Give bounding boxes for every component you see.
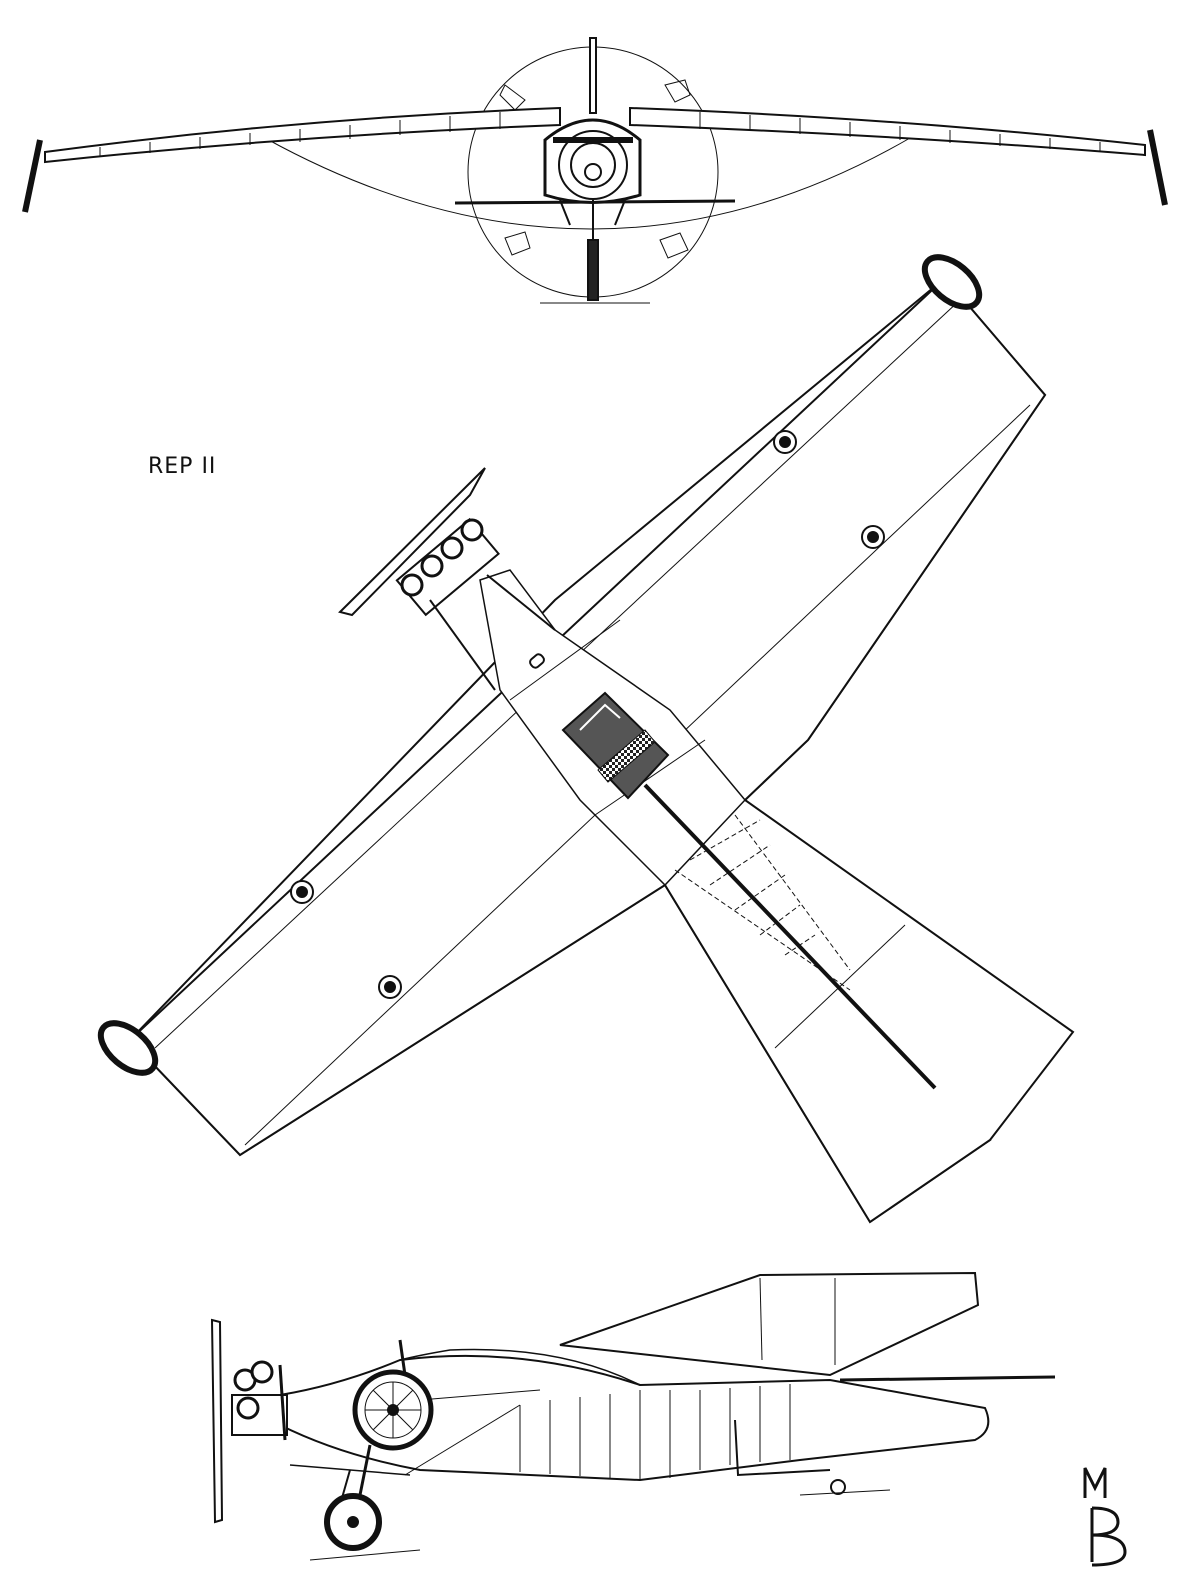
top-tip-wheel-left xyxy=(97,1020,159,1076)
front-landing-gear xyxy=(540,199,650,304)
aircraft-title: REP II xyxy=(148,454,217,479)
tail-wheel xyxy=(830,1479,846,1495)
side-landing-gear xyxy=(289,1404,521,1561)
right-wing xyxy=(629,106,1146,157)
side-engine xyxy=(231,1360,288,1441)
fin xyxy=(589,37,597,114)
cockpit-band xyxy=(597,729,656,783)
side-fuselage-ribs xyxy=(519,1384,791,1480)
monogram-mark xyxy=(1083,1467,1127,1567)
top-tip-wheel-right xyxy=(921,254,983,310)
engine-front xyxy=(543,118,642,204)
right-tip-wheel xyxy=(1147,129,1168,206)
left-wing xyxy=(44,106,561,164)
top-engine xyxy=(338,467,556,691)
side-view xyxy=(210,1271,1056,1561)
top-view-detail xyxy=(97,254,1075,1224)
front-view xyxy=(22,37,1168,304)
control-rod xyxy=(643,783,937,1090)
wing-roundels xyxy=(290,430,885,999)
side-fin xyxy=(559,1271,980,1377)
wing-arc xyxy=(264,137,911,230)
wing-ribs xyxy=(99,112,1101,157)
left-tip-wheel xyxy=(22,139,43,213)
side-propeller xyxy=(210,1318,224,1524)
